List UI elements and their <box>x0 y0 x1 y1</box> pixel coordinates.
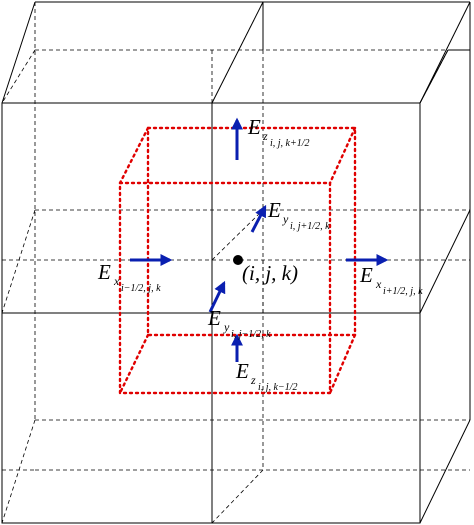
svg-text:z: z <box>262 129 268 143</box>
label-ez-top: E z i, j, k+1/2 <box>247 115 310 149</box>
svg-text:E: E <box>235 359 249 383</box>
label-center-point: (i, j, k) <box>242 261 298 285</box>
ey-top-arrow <box>250 204 267 233</box>
svg-text:x: x <box>375 277 382 291</box>
svg-text:i−1/2, j, k: i−1/2, j, k <box>121 283 161 294</box>
svg-text:i, j−1/2, k: i, j−1/2, k <box>231 329 271 340</box>
svg-text:i, j, k+1/2: i, j, k+1/2 <box>270 138 310 149</box>
svg-text:y: y <box>223 320 230 334</box>
svg-text:E: E <box>247 115 261 139</box>
center-point-dot <box>233 255 243 265</box>
field-arrows <box>130 117 389 362</box>
svg-text:E: E <box>359 263 373 287</box>
svg-text:y: y <box>282 212 289 226</box>
svg-text:i+1/2, j, k: i+1/2, j, k <box>383 286 423 297</box>
label-ey-top: E y i, j+1/2, k <box>267 198 330 232</box>
svg-text:E: E <box>267 198 281 222</box>
svg-text:i, j+1/2, k: i, j+1/2, k <box>290 221 330 232</box>
label-ex-right: E x i+1/2, j, k <box>359 263 423 297</box>
svg-text:z: z <box>250 373 256 387</box>
label-ez-bottom: E z i, j, k−1/2 <box>235 359 298 393</box>
ey-bottom-arrow <box>208 280 226 313</box>
svg-text:i, j, k−1/2: i, j, k−1/2 <box>258 382 298 393</box>
yee-cell-outline <box>118 126 357 395</box>
label-ex-left: E x i−1/2, j, k <box>97 260 161 294</box>
svg-text:E: E <box>207 306 221 330</box>
svg-text:x: x <box>113 274 120 288</box>
svg-text:E: E <box>97 260 111 284</box>
label-ey-bottom: E y i, j−1/2, k <box>207 306 271 340</box>
